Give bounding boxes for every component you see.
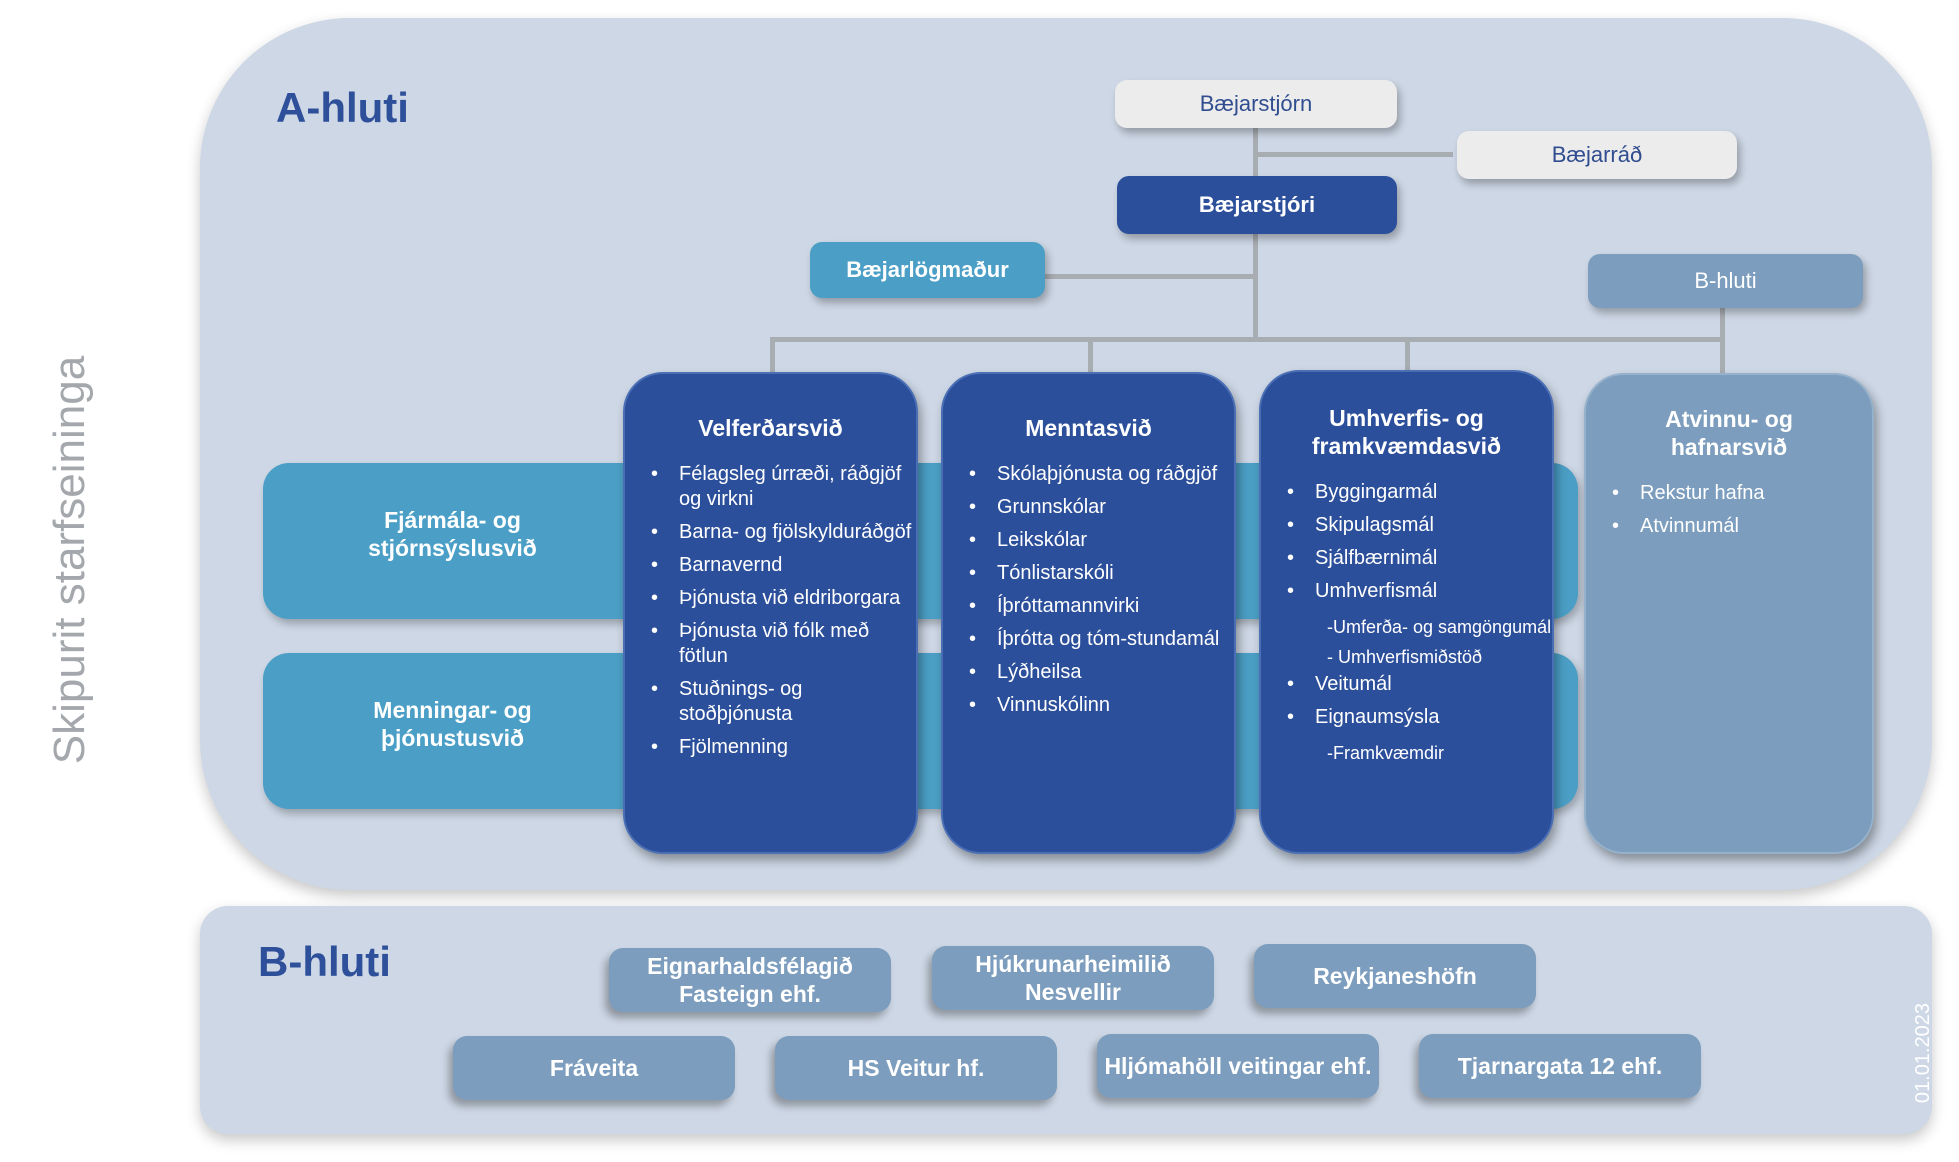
division-subitem: -Framkvæmdir: [1327, 743, 1444, 763]
division-item: Þjónusta við eldriborgara: [651, 586, 916, 611]
division-item: Stuðnings- og stoðþjónusta: [651, 677, 916, 727]
division-title: Velferðarsvið: [698, 415, 843, 441]
division-item: Rekstur hafna: [1612, 481, 1872, 506]
connector-line: [1405, 337, 1410, 375]
division-item: Barnavernd: [651, 553, 916, 578]
b-unit-fasteign: Eignarhaldsfélagið Fasteign ehf.: [609, 948, 891, 1012]
date-stamp: 01.01.2023: [1912, 1002, 1934, 1104]
b-part-title: B-hluti: [258, 938, 391, 985]
division-item: Byggingarmál: [1287, 480, 1552, 505]
division-column-environment: Umhverfis- og framkvæmdasvið Byggingarmá…: [1259, 370, 1554, 854]
a-part-title: A-hluti: [276, 84, 409, 131]
b-unit-tjarnargata: Tjarnargata 12 ehf.: [1419, 1034, 1701, 1098]
connector-line: [1035, 274, 1255, 279]
connector-line: [1253, 128, 1258, 340]
division-item: Íþróttamannvirki: [969, 594, 1234, 619]
division-items: Byggingarmál Skipulagsmál Sjálfbærnimál …: [1261, 480, 1552, 768]
division-column-education: Menntasvið Skólaþjónusta og ráðgjöf Grun…: [941, 372, 1236, 854]
lawyer-box: Bæjarlögmaður: [810, 242, 1045, 298]
b-unit-hs-veitur: HS Veitur hf.: [775, 1036, 1057, 1100]
division-item: Félagsleg úrræði, ráðgjöf og virkni: [651, 462, 916, 512]
division-item: Barna- og fjölskylduráðgöf: [651, 520, 916, 545]
division-item: Íþrótta og tóm-stundamál: [969, 627, 1234, 652]
side-title: Skipurit starfseininga: [45, 355, 94, 765]
b-part-panel: [200, 906, 1932, 1134]
connector-line: [1253, 152, 1453, 157]
division-title: Atvinnu- og hafnarsvið: [1665, 406, 1793, 460]
division-item: Eignaumsýsla: [1287, 705, 1552, 730]
connector-line: [770, 337, 1725, 342]
division-title: Umhverfis- og framkvæmdasvið: [1311, 405, 1502, 459]
division-item: Leikskólar: [969, 528, 1234, 553]
board-box: Bæjarráð: [1457, 131, 1737, 179]
division-column-welfare: Velferðarsvið Félagsleg úrræði, ráðgjöf …: [623, 372, 918, 854]
division-item: Grunnskólar: [969, 495, 1234, 520]
division-items: Félagsleg úrræði, ráðgjöf og virkni Barn…: [625, 462, 916, 760]
finance-division-label: Fjármála- og stjórnsýslusvið: [368, 507, 537, 561]
b-unit-reykjaneshofn: Reykjaneshöfn: [1254, 944, 1536, 1008]
b-unit-hljomahoell: Hljómahöll veitingar ehf.: [1097, 1034, 1379, 1098]
council-box: Bæjarstjórn: [1115, 80, 1397, 128]
b-unit-fraveita: Fráveita: [453, 1036, 735, 1100]
connector-line: [1720, 300, 1725, 375]
connector-line: [770, 337, 775, 375]
division-item: Vinnuskólinn: [969, 693, 1234, 718]
b-part-link-box: B-hluti: [1588, 254, 1863, 308]
division-item: Umhverfismál: [1287, 579, 1552, 604]
division-item: Þjónusta við fólk með fötlun: [651, 619, 916, 669]
division-item: Tónlistarskóli: [969, 561, 1234, 586]
division-item: Lýðheilsa: [969, 660, 1234, 685]
division-items: Rekstur hafna Atvinnumál: [1586, 481, 1872, 539]
culture-division-label: Menningar- og þjónustusvið: [373, 697, 532, 751]
division-subitem: - Umhverfismiðstöð: [1327, 647, 1483, 667]
division-subitem: -Umferða- og samgöngumál: [1327, 617, 1552, 637]
connector-line: [1088, 337, 1093, 375]
b-unit-nesvellir: Hjúkrunarheimilið Nesvellir: [932, 946, 1214, 1010]
division-title: Menntasvið: [1025, 415, 1152, 441]
division-item: Skipulagsmál: [1287, 513, 1552, 538]
division-column-harbour: Atvinnu- og hafnarsvið Rekstur hafna Atv…: [1584, 373, 1874, 854]
division-item: Atvinnumál: [1612, 514, 1872, 539]
division-item: Fjölmenning: [651, 735, 916, 760]
division-item: Sjálfbærnimál: [1287, 546, 1552, 571]
division-item: Veitumál: [1287, 672, 1552, 697]
mayor-box: Bæjarstjóri: [1117, 176, 1397, 234]
division-item: Skólaþjónusta og ráðgjöf: [969, 462, 1234, 487]
division-items: Skólaþjónusta og ráðgjöf Grunnskólar Lei…: [943, 462, 1234, 718]
